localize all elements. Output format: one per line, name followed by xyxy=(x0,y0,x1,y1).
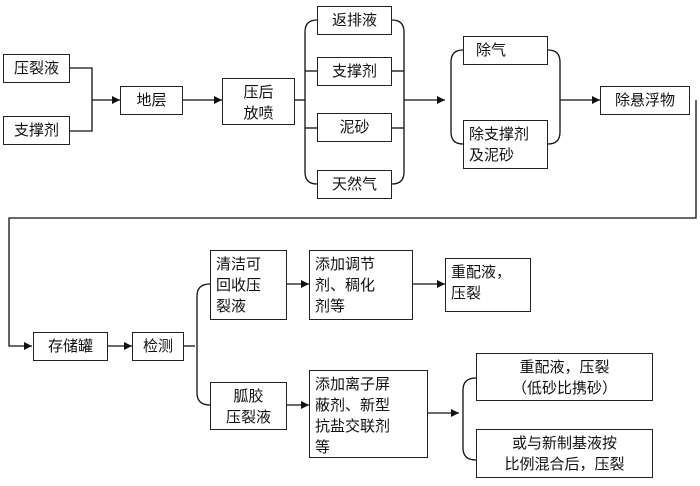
node-reformulate-top: 重配液， 压裂 xyxy=(445,258,531,312)
node-storage-tank: 存储罐 xyxy=(33,332,108,361)
node-add-regulator: 添加调节 剂、稠化 剂等 xyxy=(309,250,413,320)
node-mix-new-base: 或与新制基液按 比例混合后，压裂 xyxy=(476,429,653,478)
node-natural-gas: 天然气 xyxy=(317,170,392,199)
node-flowback: 压后 放喷 xyxy=(222,78,295,125)
node-remove-suspended: 除悬浮物 xyxy=(600,86,690,115)
node-reformulate-low-sand: 重配液，压裂 （低砂比携砂） xyxy=(476,353,653,401)
node-clean-recyclable: 清洁可 回收压 裂液 xyxy=(210,250,287,320)
node-formation: 地层 xyxy=(120,86,183,115)
node-fracturing-fluid: 压裂液 xyxy=(3,54,70,83)
node-remove-proppant-sand: 除支撑剂 及泥砂 xyxy=(463,120,548,169)
node-testing: 检测 xyxy=(132,332,184,361)
node-sand: 泥砂 xyxy=(317,113,392,142)
node-add-ion-shield: 添加离子屏 蔽剂、新型 抗盐交联剂 等 xyxy=(309,370,428,458)
node-return-fluid: 返排液 xyxy=(317,6,392,35)
node-guar-fluid: 胍胶 压裂液 xyxy=(210,382,287,430)
node-degas: 除气 xyxy=(463,36,548,65)
node-proppant: 支撑剂 xyxy=(3,116,70,145)
node-proppant-out: 支撑剂 xyxy=(317,57,392,86)
